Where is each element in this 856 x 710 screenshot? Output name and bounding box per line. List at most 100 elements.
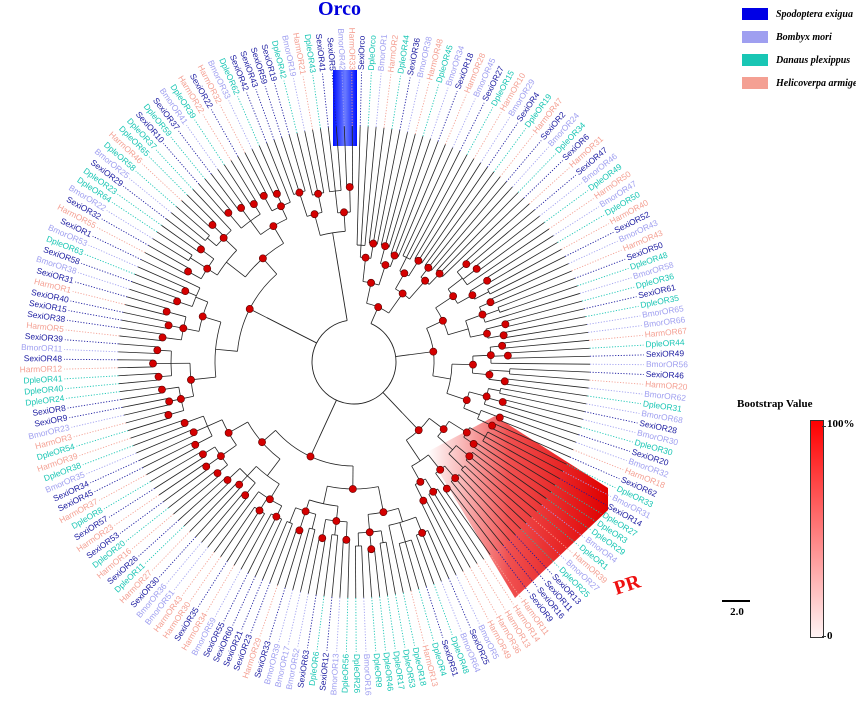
branch — [466, 228, 550, 286]
branch — [477, 222, 545, 272]
bootstrap-node — [400, 269, 409, 278]
bootstrap-node — [223, 476, 232, 484]
tip-leader — [544, 190, 589, 223]
tip-leader — [437, 90, 458, 142]
branch — [467, 209, 535, 267]
tip-leader — [77, 272, 130, 290]
tip-leader — [430, 87, 449, 139]
branch — [444, 489, 491, 555]
bootstrap-node — [442, 484, 451, 493]
branch — [497, 277, 575, 308]
bootstrap-tick — [822, 426, 826, 427]
bootstrap-node — [180, 419, 189, 427]
branch — [122, 397, 169, 408]
branch — [465, 459, 532, 518]
bootstrap-node — [165, 397, 174, 406]
branch — [118, 351, 158, 354]
branch — [505, 308, 585, 328]
branch — [148, 245, 190, 270]
bootstrap-node — [462, 396, 471, 405]
tip-leader — [433, 583, 453, 636]
tip-leader — [232, 576, 256, 626]
tip-leader — [125, 507, 169, 542]
branch — [213, 491, 259, 553]
tip-leader — [293, 78, 306, 132]
bootstrap-node — [483, 329, 491, 338]
tip-leader — [250, 582, 271, 634]
bootstrap-node — [318, 534, 327, 543]
legend-label: Danaus plexippus — [776, 54, 851, 66]
branch — [119, 335, 163, 342]
tip-leader — [440, 581, 462, 632]
branch — [504, 383, 588, 397]
tip-leader — [383, 74, 392, 128]
branch — [448, 445, 457, 455]
tip-leader — [589, 354, 644, 357]
bootstrap-node — [436, 465, 445, 474]
tip-leader — [326, 596, 333, 651]
branch — [142, 441, 195, 468]
tip-leader — [312, 74, 321, 129]
branch — [223, 164, 252, 206]
branch — [398, 508, 403, 522]
tip-leader — [178, 130, 212, 175]
tip-leader — [582, 418, 636, 433]
branch — [267, 458, 281, 476]
tip-leader — [103, 481, 151, 510]
tip-leader — [455, 574, 480, 624]
tip-leader — [119, 501, 164, 534]
tip-leader — [223, 572, 249, 622]
tip-leader — [517, 153, 557, 193]
branch — [304, 131, 319, 194]
branch — [485, 235, 554, 279]
tip-leader — [571, 249, 622, 272]
tip-label: BmorOR62 — [644, 388, 687, 403]
bootstrap-node — [419, 496, 428, 505]
branch — [183, 481, 230, 527]
tip-leader — [425, 586, 444, 639]
legend-label: Bombyx mori — [776, 31, 832, 43]
branch — [379, 543, 388, 596]
swatch-danaus — [742, 54, 768, 66]
bootstrap-node — [374, 303, 383, 311]
tip-leader — [572, 449, 624, 471]
branch — [368, 127, 385, 244]
tip-leader — [70, 300, 124, 313]
bootstrap-node — [503, 351, 512, 360]
tip-leader — [375, 73, 382, 128]
bootstrap-node — [187, 375, 195, 384]
branch — [176, 206, 210, 236]
tip-leader — [181, 551, 215, 596]
tip-leader — [581, 286, 635, 302]
branch — [288, 134, 306, 191]
branch — [427, 530, 450, 579]
branch — [192, 189, 232, 231]
branch — [320, 230, 346, 236]
bootstrap-node — [345, 183, 354, 191]
branch — [247, 466, 257, 477]
branch — [504, 300, 583, 323]
tip-leader — [391, 75, 402, 130]
bootstrap-node — [265, 495, 274, 504]
branch — [395, 354, 410, 357]
tip-leader — [214, 568, 242, 617]
tip-leader — [499, 134, 534, 178]
swatch-helicoverpa — [742, 77, 768, 89]
branch — [432, 491, 478, 564]
tip-leader — [566, 463, 616, 489]
tip-label: HarmOR33 — [347, 28, 357, 71]
branch — [281, 137, 300, 193]
branch — [507, 355, 590, 359]
branch — [226, 261, 246, 278]
tip-leader — [402, 592, 415, 646]
tip-label: SexiOR39 — [24, 331, 63, 344]
branch — [382, 392, 403, 414]
branch — [217, 169, 245, 207]
tip-leader — [197, 560, 228, 607]
branch — [359, 245, 362, 258]
bootstrap-node — [486, 351, 495, 360]
branch — [240, 513, 272, 570]
bootstrap-node — [314, 189, 322, 198]
branch — [195, 296, 208, 303]
tip-leader — [69, 406, 123, 419]
